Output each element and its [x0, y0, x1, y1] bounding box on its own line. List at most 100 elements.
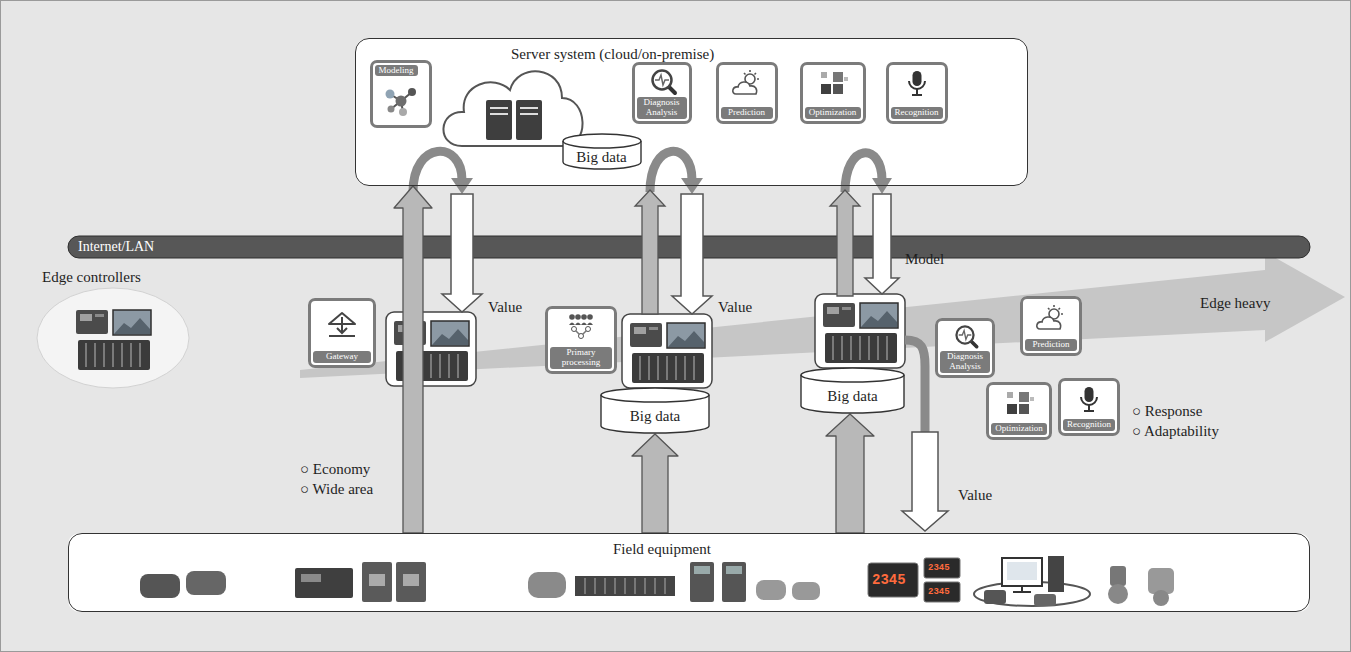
meter-window	[301, 574, 321, 582]
breaker	[396, 562, 426, 602]
node-text: Diagnosis Analysis	[637, 97, 687, 119]
data-store: Big data	[600, 388, 710, 434]
inverter-window	[694, 566, 710, 574]
annotation: ○ Adaptability	[1132, 422, 1219, 440]
function-icon: Gateway	[308, 298, 376, 368]
node-text: Big data	[576, 148, 626, 166]
icon-fill	[308, 298, 376, 368]
icon-fill	[800, 62, 866, 124]
node-text: Recognition	[891, 107, 943, 119]
cylinder-rim	[801, 375, 904, 382]
cylinder-rim	[601, 395, 709, 402]
display-digits: 2345	[928, 563, 950, 573]
pc-screen	[1007, 562, 1037, 580]
prediction-icon	[733, 70, 759, 94]
icon-fill	[935, 318, 995, 378]
node-text: Prediction	[721, 107, 773, 119]
modeling-icon	[386, 88, 417, 116]
inverter	[690, 562, 714, 602]
field-fill	[68, 533, 1310, 612]
motor	[756, 580, 786, 600]
node-text: Prediction	[1025, 339, 1077, 351]
annotation: Edge controllers	[42, 268, 141, 286]
function-icon: Prediction	[716, 62, 778, 124]
recognition-icon	[909, 71, 925, 95]
io-rack	[575, 576, 675, 596]
system-panel: Field equipment	[68, 533, 1310, 612]
cylinder-rim	[563, 141, 641, 148]
icon-fill	[1020, 296, 1082, 356]
display-digits: 2345	[872, 572, 906, 588]
icon-fill	[886, 62, 948, 124]
temperature-controller	[924, 582, 960, 602]
edge-controller-box	[815, 294, 905, 368]
system-panel: Server system (cloud/on-premise) Modeling…	[355, 38, 1028, 186]
optimization-icon	[1007, 392, 1034, 414]
icon-fill	[370, 60, 432, 128]
transmitter-body	[1153, 590, 1169, 606]
transmitter	[1110, 566, 1126, 586]
rack-modules	[585, 578, 665, 594]
function-icon: Recognition	[1058, 378, 1120, 436]
inverter-window	[726, 566, 742, 574]
annotation: ○ Economy	[300, 460, 370, 478]
breaker	[362, 562, 392, 602]
icon-fill	[632, 62, 692, 124]
motor	[792, 582, 820, 600]
node-text: Primary processing	[550, 347, 612, 369]
return-curve	[905, 340, 925, 434]
return-head	[681, 178, 703, 194]
annotation: Value	[718, 298, 752, 316]
cylinder-body	[601, 388, 709, 433]
server-tower	[516, 100, 542, 140]
node-text: Gateway	[313, 351, 371, 363]
breaker-lever	[403, 574, 419, 586]
annotation: Edge heavy	[1200, 294, 1270, 312]
value-arrow	[672, 194, 712, 314]
function-icon: Prediction	[1020, 296, 1082, 356]
controller-devices	[630, 323, 705, 383]
node-text: Optimization	[805, 107, 861, 119]
data-flow-arrow	[394, 186, 432, 533]
sensor-box	[186, 571, 226, 595]
node-text: Field equipment	[613, 540, 711, 558]
value-arrow	[442, 194, 482, 312]
function-icon: Modeling	[370, 60, 432, 128]
diagnosis-icon	[653, 71, 676, 94]
transmitter-body	[1108, 584, 1128, 604]
field-devices	[140, 556, 1174, 606]
function-icon: Optimization	[986, 382, 1052, 440]
cylinder-body	[801, 368, 904, 413]
cloud-servers	[443, 71, 582, 146]
upload-arrow	[635, 190, 665, 314]
function-icon: Optimization	[800, 62, 866, 124]
io-device	[984, 590, 1006, 604]
function-icon: Recognition	[886, 62, 948, 124]
temperature-controller	[924, 558, 960, 578]
icon-fill	[716, 62, 778, 124]
io-device	[1034, 594, 1056, 606]
pc-tower	[1048, 556, 1064, 592]
controller-devices	[823, 303, 898, 363]
icon-fill	[986, 382, 1052, 440]
model-arrow	[865, 194, 899, 294]
data-store: Big data	[800, 368, 905, 414]
display-digits: 2345	[928, 587, 950, 597]
annotation: ○ Response	[1132, 402, 1202, 420]
node-text: Recognition	[1063, 419, 1115, 431]
sensor-box	[140, 574, 180, 598]
motor	[528, 572, 566, 598]
node-text: Server system (cloud/on-premise)	[511, 45, 714, 63]
annotation: Value	[488, 298, 522, 316]
function-icon: Diagnosis Analysis	[935, 318, 995, 378]
annotation: Model	[905, 250, 944, 268]
gateway-icon	[329, 313, 355, 336]
edge-controller-box	[386, 312, 476, 386]
data-store: Big data	[562, 134, 642, 170]
annotation: ○ Wide area	[300, 480, 373, 498]
function-icon: Diagnosis Analysis	[632, 62, 692, 124]
edge-controller-group	[37, 288, 189, 388]
node-text: Modeling	[375, 65, 418, 77]
